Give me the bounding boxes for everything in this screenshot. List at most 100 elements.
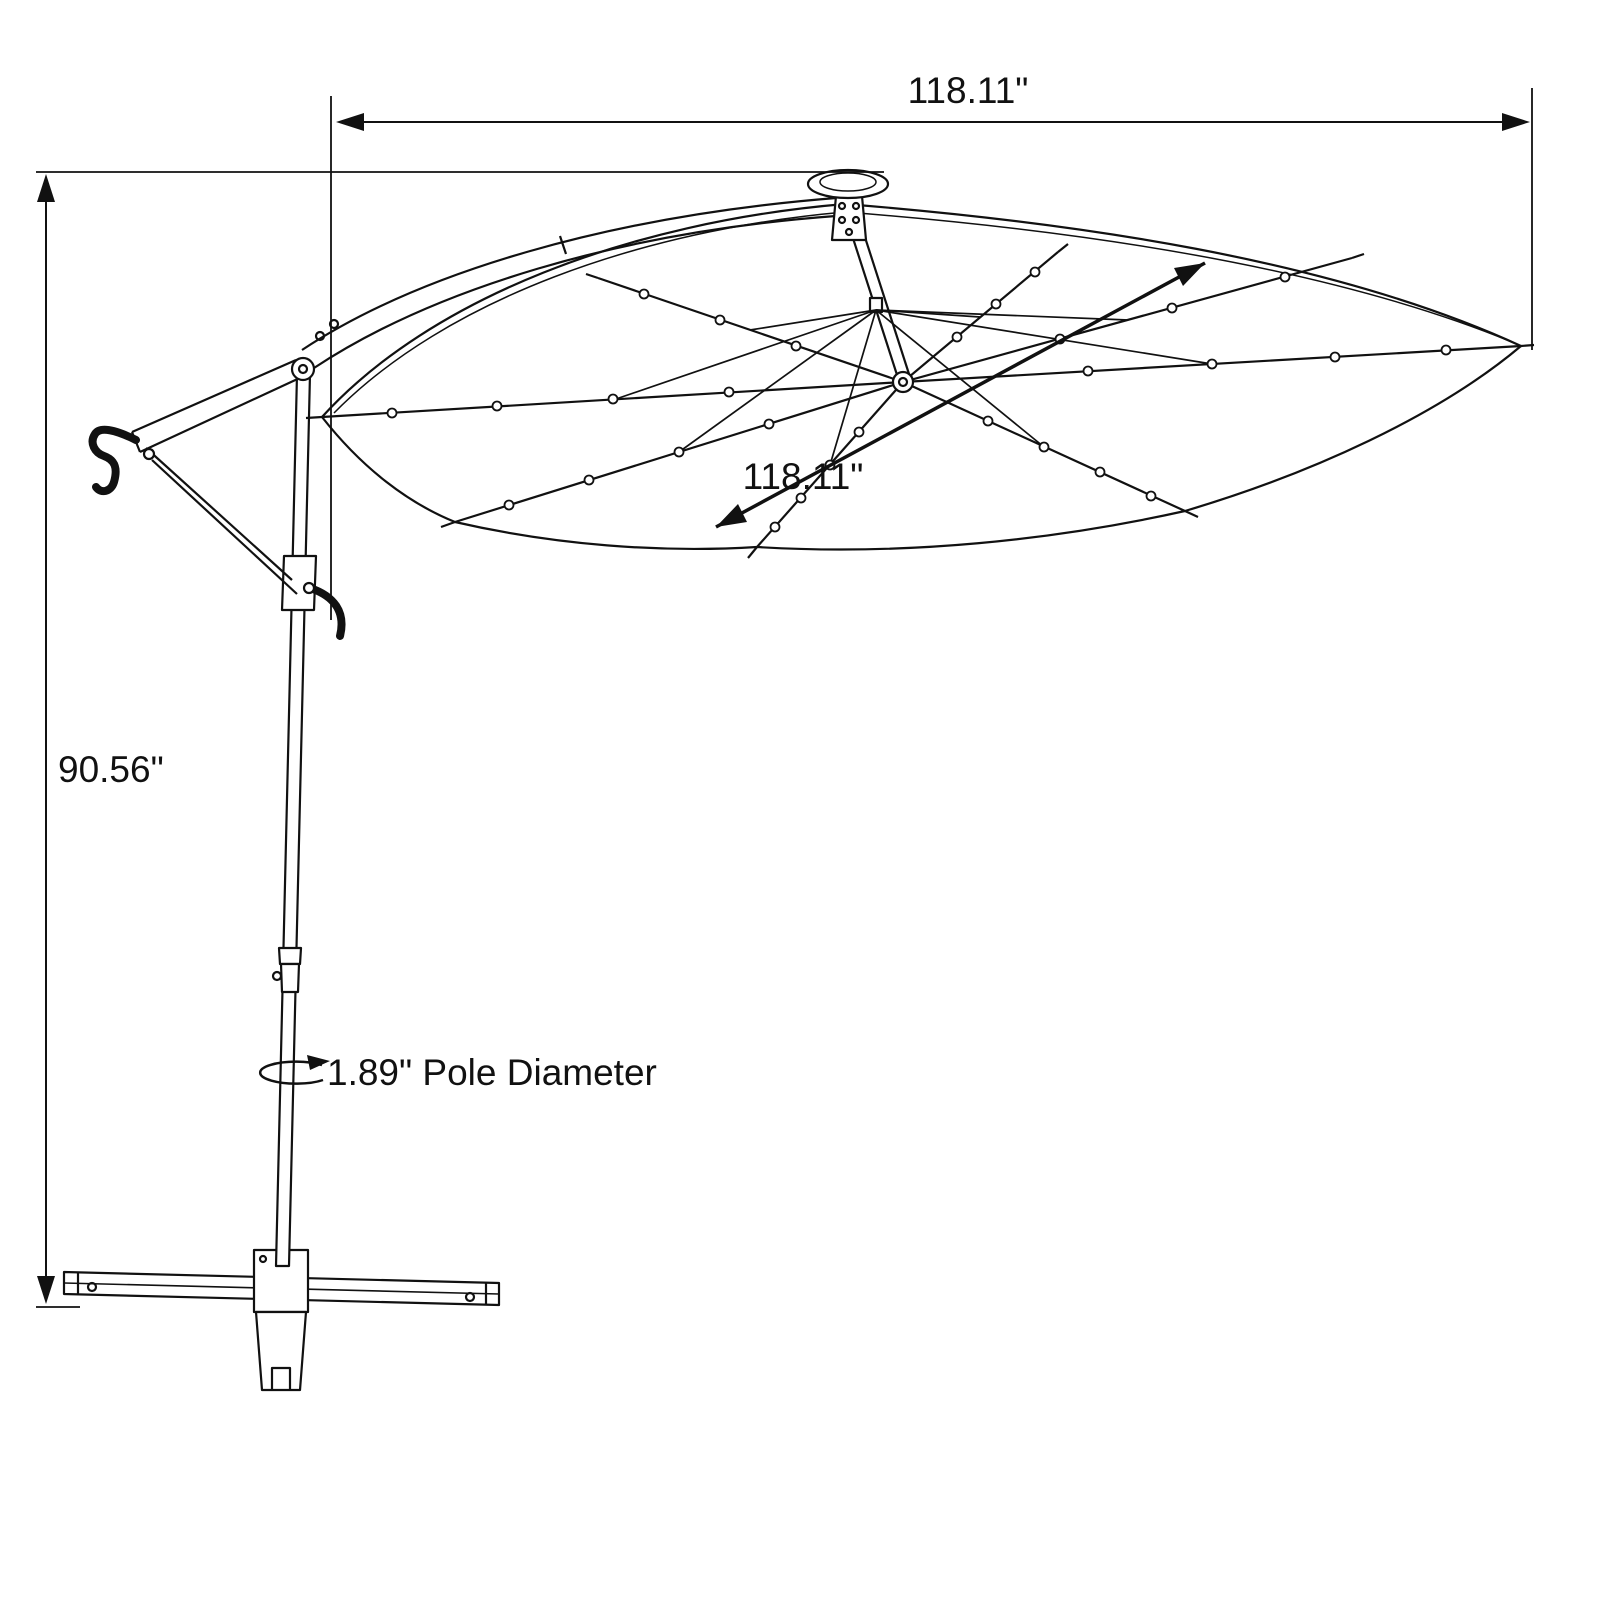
- arrowhead-right: [1502, 113, 1530, 131]
- led-lights: [386, 266, 1452, 533]
- rib-tip-1: [305, 415, 323, 420]
- bracket-bolt: [851, 201, 861, 211]
- canopy-diameter-label: 118.11": [743, 456, 864, 497]
- pole-collar-upper: [277, 946, 303, 966]
- elbow-hub-axle: [297, 363, 309, 375]
- bracket-bolt: [837, 215, 847, 225]
- led-light: [583, 474, 595, 486]
- led-light: [1206, 358, 1218, 370]
- bracket-bolt: [851, 215, 861, 225]
- overall-height-label: 90.56": [58, 749, 164, 790]
- handle-arm-upper-edge: [131, 358, 297, 434]
- rib-tip-3: [747, 546, 758, 559]
- solar-panel-disc-inner: [819, 172, 877, 192]
- led-light: [607, 393, 619, 405]
- rib-tip-back-3: [1351, 252, 1365, 260]
- led-light: [714, 314, 726, 326]
- stretcher: [749, 309, 877, 331]
- canopy-post-edge-2: [860, 227, 911, 375]
- stretcher: [875, 309, 1213, 365]
- support-strut-lower-edge: [151, 459, 298, 595]
- canopy-scallop-2: [454, 520, 758, 551]
- pole-body: [274, 372, 312, 1268]
- base-foot: [254, 1310, 308, 1392]
- stretcher: [678, 309, 877, 453]
- canopy-stretchers: [612, 309, 1213, 466]
- canopy: [305, 202, 1535, 559]
- canopy-hub-outer: [891, 370, 915, 394]
- base-screw-right: [464, 1291, 476, 1303]
- stretcher: [875, 309, 1129, 321]
- arrowhead-lower: [716, 504, 747, 527]
- arrowhead-bottom: [37, 1276, 55, 1304]
- stretcher: [829, 309, 877, 466]
- led-light: [1145, 490, 1157, 502]
- canopy-top-edge-left: [321, 202, 846, 418]
- clamp-pivot: [302, 581, 316, 595]
- pole-collar-lower: [279, 962, 301, 994]
- solar-panel-disc: [806, 168, 890, 200]
- base: [62, 1248, 501, 1392]
- pole-diameter-annotation: 1.89" Pole Diameter: [258, 1052, 657, 1093]
- elbow-hub: [290, 356, 316, 382]
- diameter-ellipse-arrow: [258, 1060, 324, 1085]
- rib-tip-2: [440, 520, 456, 529]
- base-foot-notch: [270, 1366, 292, 1390]
- led-light: [982, 415, 994, 427]
- led-light: [769, 521, 781, 533]
- diagonal-dimension: 118.11": [715, 261, 1206, 529]
- canopy-top-seam-left: [333, 211, 846, 414]
- rib-tip-back-1: [585, 272, 599, 280]
- led-light: [763, 418, 775, 430]
- led-light: [723, 386, 735, 398]
- arrowhead-upper: [1174, 263, 1205, 286]
- canopy-hub-inner: [897, 376, 909, 388]
- umbrella-drawing: [62, 168, 1535, 1392]
- led-light: [1082, 365, 1094, 377]
- led-light: [491, 400, 503, 412]
- pole-diameter-label: 1.89" Pole Diameter: [327, 1052, 657, 1093]
- canopy-width-label: 118.11": [908, 70, 1029, 111]
- support-strut-upper-edge: [145, 447, 293, 581]
- solar-panel: [806, 168, 890, 242]
- bracket-bolt: [837, 201, 847, 211]
- led-light: [853, 426, 865, 438]
- led-light: [1166, 302, 1178, 314]
- dimension-annotations: 118.11" 90.56" 118.11" 1.89" Pole Diamet…: [36, 70, 1533, 1308]
- crank-handle: [88, 425, 140, 496]
- led-light: [1329, 351, 1341, 363]
- arm-joint-tick: [558, 235, 568, 255]
- bracket-bolt: [844, 227, 854, 237]
- led-light: [1029, 266, 1041, 278]
- led-light: [1279, 271, 1291, 283]
- elbow-bolt-2: [328, 318, 340, 330]
- arm-upper-edge: [301, 196, 837, 351]
- top-bracket: [830, 194, 868, 242]
- led-light: [951, 331, 963, 343]
- height-dimension: 90.56": [36, 171, 884, 1308]
- dimension-line: [715, 261, 1206, 529]
- led-light: [795, 492, 807, 504]
- led-light: [790, 340, 802, 352]
- pole-collar-knob: [271, 970, 283, 982]
- top-width-dimension: 118.11": [330, 70, 1533, 620]
- canopy-scallop-1: [321, 416, 456, 524]
- led-light: [990, 298, 1002, 310]
- rib-tip-4: [1184, 510, 1199, 518]
- clamp-lever: [306, 584, 346, 640]
- arrowhead: [307, 1055, 330, 1070]
- led-light: [638, 288, 650, 300]
- strut-joint: [142, 447, 156, 461]
- arrowhead-left: [336, 113, 364, 131]
- led-light: [1038, 441, 1050, 453]
- handle-arm-lower-edge: [139, 375, 305, 453]
- canopy-scallop-4: [1184, 345, 1522, 513]
- stretcher: [612, 309, 877, 401]
- led-light: [386, 407, 398, 419]
- led-light: [503, 499, 515, 511]
- led-light: [1440, 344, 1452, 356]
- base-screw-left: [86, 1281, 98, 1293]
- canopy-top-seam-right: [844, 211, 1513, 343]
